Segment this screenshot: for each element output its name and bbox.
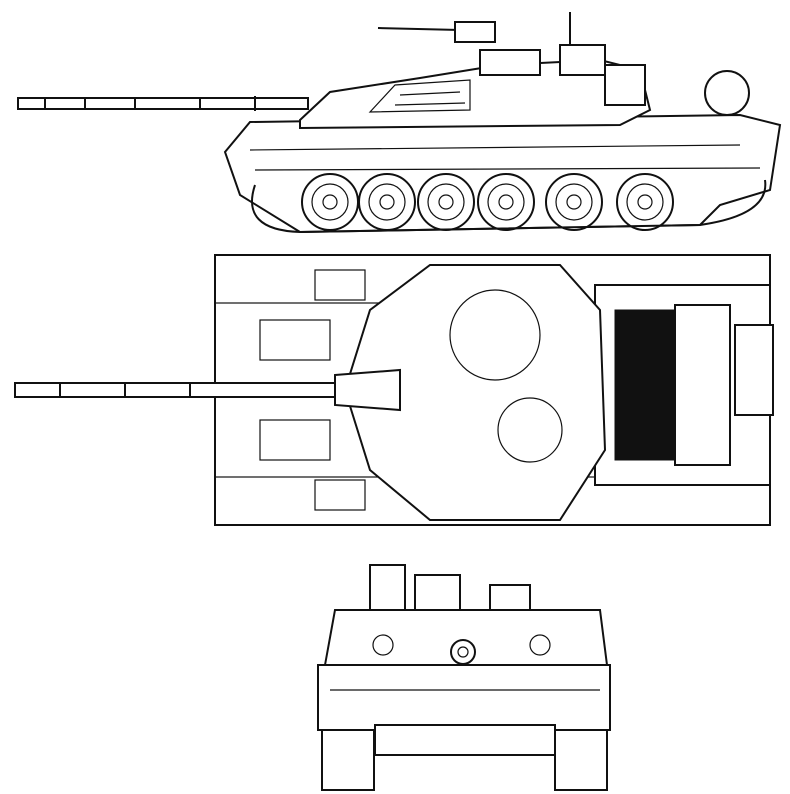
road-wheel xyxy=(616,173,674,231)
top-gun-barrel xyxy=(14,368,401,412)
front-hull xyxy=(317,664,611,731)
front-gun-muzzle xyxy=(450,639,476,665)
road-wheel xyxy=(301,173,359,231)
front-view xyxy=(317,564,611,791)
top-view xyxy=(14,254,774,526)
top-gunner-hatch xyxy=(497,397,563,463)
side-road-wheels xyxy=(301,173,674,231)
front-turret xyxy=(323,609,609,666)
road-wheel xyxy=(545,173,603,231)
road-wheel xyxy=(358,173,416,231)
front-right-track xyxy=(554,719,608,791)
side-view xyxy=(17,12,782,234)
road-wheel xyxy=(477,173,535,231)
side-gun-barrel xyxy=(17,96,309,111)
side-turret xyxy=(299,12,750,130)
road-wheel xyxy=(417,173,475,231)
side-fuel-drum xyxy=(704,70,750,116)
top-era-blocks xyxy=(259,269,366,511)
side-track xyxy=(251,179,767,234)
top-engine-grille xyxy=(614,309,676,461)
top-commander-cupola xyxy=(449,289,541,381)
